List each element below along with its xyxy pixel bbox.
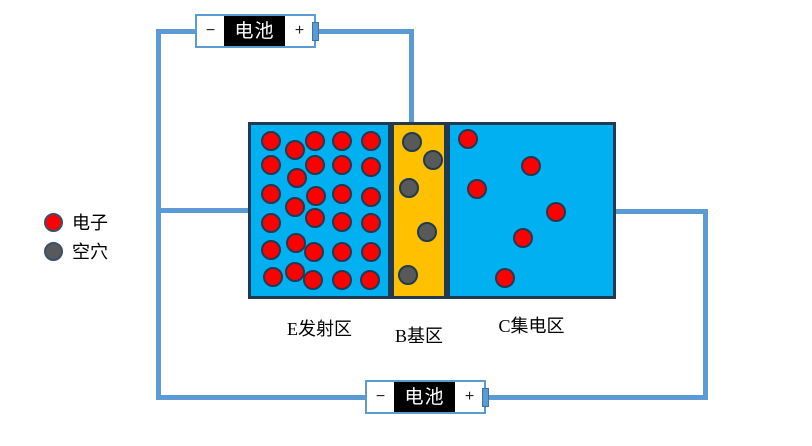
electron-dot xyxy=(305,155,325,175)
wire-left-vertical xyxy=(156,29,161,400)
battery-bottom-plus-terminal: + xyxy=(464,388,475,405)
electron-dot xyxy=(361,213,381,233)
battery-bottom-terminal-nub xyxy=(482,388,489,407)
electron-dot xyxy=(287,168,307,188)
electron-dot xyxy=(513,228,533,248)
electron-dot xyxy=(361,187,381,207)
electron-dot xyxy=(304,242,324,262)
battery-top-minus-terminal: − xyxy=(205,22,216,39)
label-collector: C集电区 xyxy=(498,316,565,336)
wire-top-battery-left xyxy=(156,29,200,34)
electron-dot xyxy=(305,208,325,228)
wire-right-vertical xyxy=(703,209,708,400)
electron-dot xyxy=(261,155,281,175)
electron-dot xyxy=(458,129,478,149)
battery-top: − 电池 + xyxy=(195,14,316,48)
legend-item-hole: 空穴 xyxy=(44,241,108,262)
label-emitter: E发射区 xyxy=(287,319,352,339)
battery-bottom-minus-terminal: − xyxy=(375,388,386,405)
electron-dot xyxy=(332,155,352,175)
electron-dot xyxy=(261,213,281,233)
battery-bottom: − 电池 + xyxy=(365,380,486,414)
electron-dot xyxy=(285,197,305,217)
electron-dot xyxy=(546,202,566,222)
electron-dot xyxy=(361,157,381,177)
electron-dot xyxy=(306,186,326,206)
electron-dot xyxy=(332,131,352,151)
electron-dot xyxy=(303,270,323,290)
legend-electron-label: 电子 xyxy=(72,213,108,233)
wire-bottom-battery-right xyxy=(487,395,708,400)
wire-base-vertical xyxy=(409,29,414,125)
electron-dot xyxy=(332,212,352,232)
wire-collector-branch xyxy=(613,209,708,214)
electron-dot xyxy=(332,242,352,262)
electron-dot xyxy=(263,267,283,287)
electron-dot xyxy=(261,184,281,204)
electron-dot xyxy=(495,268,515,288)
electron-dot xyxy=(521,156,541,176)
hole-dot xyxy=(402,132,422,152)
label-base: B基区 xyxy=(394,326,443,346)
region-base xyxy=(391,122,447,299)
hole-dot xyxy=(398,265,418,285)
legend-hole-label: 空穴 xyxy=(72,242,108,262)
electron-dot xyxy=(360,270,380,290)
legend: 电子 空穴 xyxy=(44,212,108,270)
electron-dot xyxy=(261,131,281,151)
electron-dot xyxy=(305,131,325,151)
region-emitter xyxy=(248,122,391,299)
battery-bottom-label: 电池 xyxy=(394,382,455,412)
battery-top-label: 电池 xyxy=(224,16,285,46)
electron-dot xyxy=(261,240,281,260)
hole-dot xyxy=(417,222,437,242)
battery-top-terminal-nub xyxy=(312,22,319,41)
wire-top-battery-right xyxy=(317,29,414,34)
electron-dot xyxy=(361,131,381,151)
electron-dot xyxy=(361,242,381,262)
hole-dot xyxy=(423,150,443,170)
hole-swatch-icon xyxy=(44,241,63,261)
wire-emitter-branch xyxy=(156,208,251,213)
battery-top-plus-terminal: + xyxy=(294,22,305,39)
wire-bottom-battery-left xyxy=(156,395,368,400)
region-collector xyxy=(447,122,616,299)
electron-dot xyxy=(467,179,487,199)
hole-dot xyxy=(399,178,419,198)
legend-item-electron: 电子 xyxy=(44,212,108,233)
electron-dot xyxy=(286,233,306,253)
electron-dot xyxy=(285,262,305,282)
electron-dot xyxy=(332,184,352,204)
electron-dot xyxy=(332,270,352,290)
electron-dot xyxy=(285,140,305,160)
electron-swatch-icon xyxy=(44,212,63,232)
